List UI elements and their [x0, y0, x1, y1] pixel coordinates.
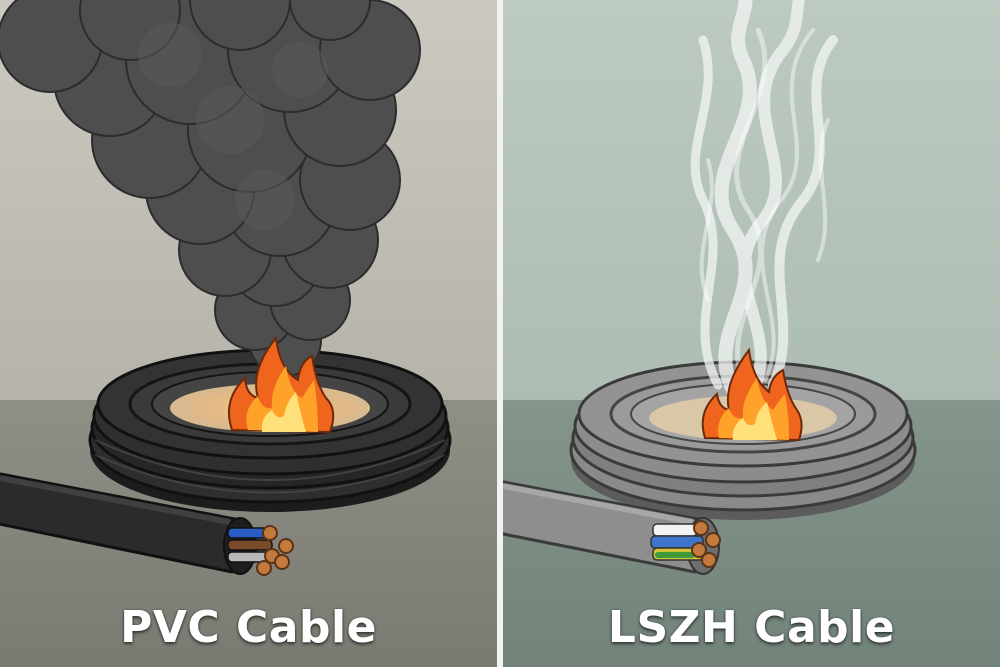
white-smoke-wisp-icon	[690, 0, 838, 397]
cable-end-icon	[0, 472, 294, 576]
panel-divider	[497, 0, 503, 667]
flame-icon	[228, 335, 335, 434]
smoke-highlight	[138, 23, 328, 230]
flame-icon	[701, 347, 803, 442]
lszh-scene	[503, 0, 1000, 667]
lszh-cable-caption: LSZH Cable	[607, 602, 896, 653]
smoke-soft-haze	[699, 27, 830, 383]
pvc-scene	[0, 0, 497, 667]
cable-end-icon	[503, 480, 721, 575]
lszh-cable-panel: LSZH Cable	[503, 0, 1000, 667]
pvc-cable-caption: PVC Cable	[120, 602, 377, 653]
pvc-cable-panel: PVC Cable	[0, 0, 497, 667]
wall	[503, 0, 1000, 400]
